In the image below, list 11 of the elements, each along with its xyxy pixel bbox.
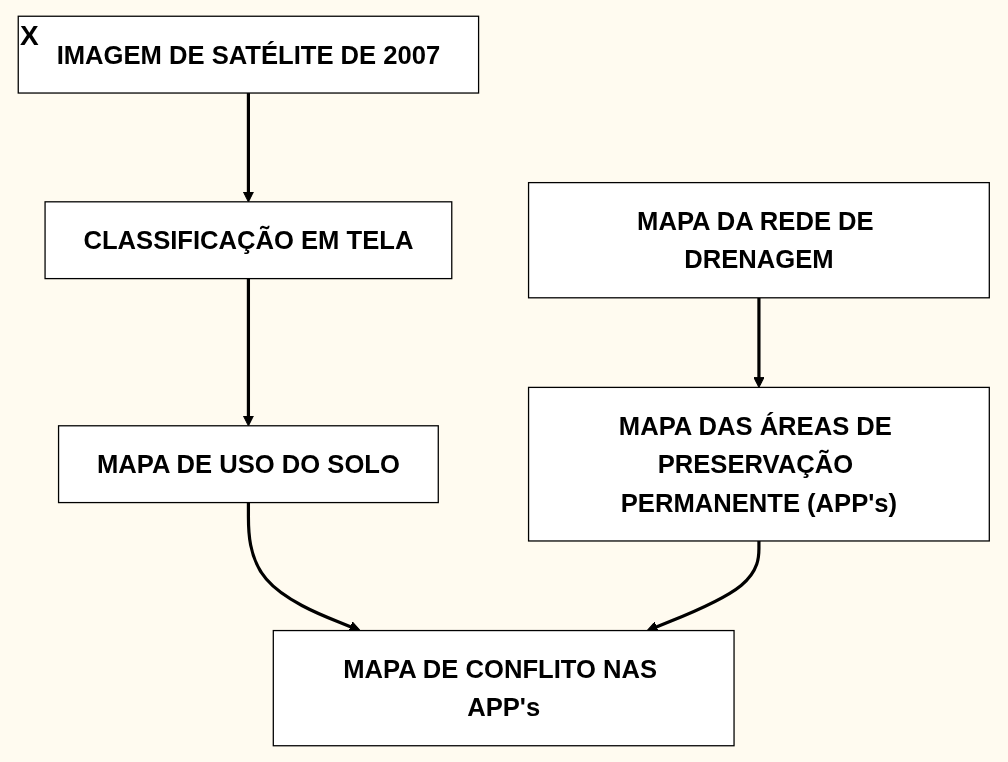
arrow	[753, 297, 765, 388]
node-box: CLASSIFICAÇÃO EM TELA	[44, 201, 453, 280]
arrow	[243, 278, 255, 427]
multiplication-sign: X	[20, 20, 39, 52]
arrow	[646, 540, 761, 632]
node-box: MAPA DAS ÁREAS DE PRESERVAÇÃO PERMANENTE (APP's)	[528, 386, 991, 542]
node-box: MAPA DE CONFLITO NAS APP's	[272, 629, 735, 747]
arrow	[247, 502, 361, 632]
node-box: MAPA DE USO DO SOLO	[58, 425, 440, 504]
node-box: MAPA DA REDE DE DRENAGEM	[528, 182, 991, 299]
arrow	[243, 93, 255, 203]
